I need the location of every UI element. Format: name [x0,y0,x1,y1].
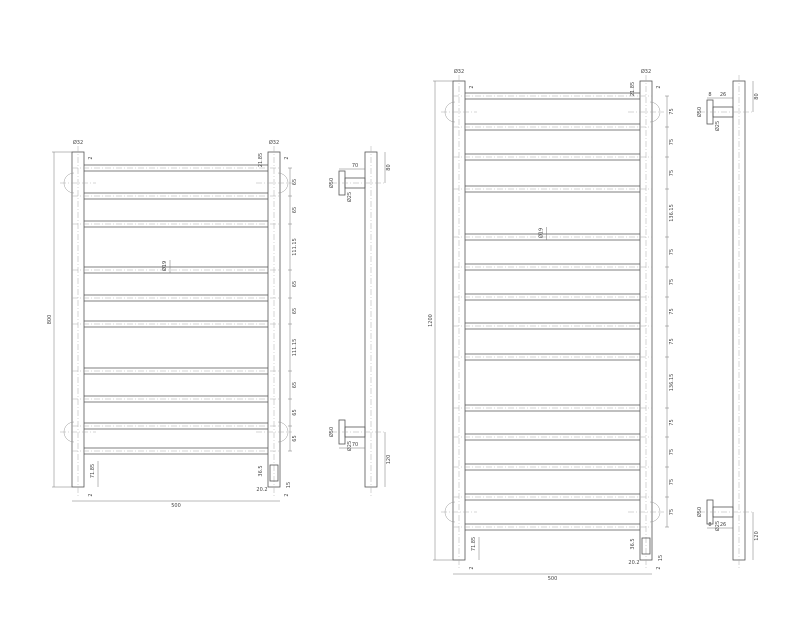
valve-offset-label: 15 [658,555,664,561]
post-diameter-label: Ø32 [73,139,83,146]
flange-diameter-label: Ø50 [328,178,335,188]
rail-spacing-label: 65 [292,435,298,441]
rail-spacing-label: 65 [292,382,298,388]
rail-spacing-label: 75 [669,479,675,485]
flange-diameter-label: Ø50 [328,427,335,437]
heating-element-valve [641,537,651,555]
flange-diameter-label: Ø50 [696,507,703,517]
rail-spacing-label: 65 [292,409,298,415]
bracket-depth-label: 70 [352,442,358,448]
height-label: 800 [47,315,53,325]
post-diameter-label: Ø32 [641,68,651,75]
rail-spacing-label: 75 [669,108,675,114]
rail-spacing-label: 136.15 [669,374,675,392]
flange-thickness-label: 8 [708,92,711,98]
rail-spacing-label: 75 [669,509,675,515]
gap-label: 2 [88,156,94,159]
bracket-depth-label: 26 [720,522,726,528]
top-offset-label: 21.85 [258,153,264,167]
flange-thickness-label: 8 [708,522,711,528]
valve-height-label: 36.5 [630,538,636,549]
heating-element-valve [269,464,279,482]
rail-spacing-label: 75 [669,279,675,285]
rail-spacing-label: 136.15 [669,204,675,222]
gap-label: 2 [469,566,475,569]
mount-bracket-right [277,421,289,443]
bracket-depth-label: 70 [352,163,358,169]
top-dimension-label: 80 [386,164,392,170]
bracket-depth-label: 26 [720,92,726,98]
rail-spacing-label: 75 [669,249,675,255]
bottom-dimension-label: 120 [386,455,392,465]
post-diameter-label: Ø32 [454,68,464,75]
rail-spacing-label: 75 [669,449,675,455]
gap-label: 2 [656,566,662,569]
tube-diameter-label: Ø25 [346,441,353,451]
rail-spacing-label: 75 [669,139,675,145]
mount-bracket-right [649,101,661,123]
width-label: 500 [548,576,558,582]
top-offset-label: 21.85 [630,82,636,96]
gap-label: 2 [284,493,290,496]
valve-width-label: 20.2 [628,560,639,566]
width-label: 500 [171,503,181,509]
valve-width-label: 20.2 [256,487,267,493]
rail-spacing-label: 65 [292,179,298,185]
rail-spacing-label: 75 [669,170,675,176]
gap-label: 2 [88,493,94,496]
height-label: 1200 [428,314,434,327]
post-diameter-label: Ø32 [269,139,279,146]
rail-spacing-label: 65 [292,207,298,213]
top-dimension-label: 80 [754,93,760,99]
mount-bracket-right [649,501,661,523]
rail-diameter-label: Ø19 [538,228,545,238]
gap-label: 2 [469,85,475,88]
rail-spacing-label: 65 [292,308,298,314]
rail-spacing-label: 75 [669,338,675,344]
rail-diameter-label: Ø19 [161,261,168,271]
bottom-offset-label: 71.85 [471,537,477,551]
rail-spacing-label: 111.15 [292,339,298,357]
valve-offset-label: 15 [286,482,292,488]
bottom-dimension-label: 120 [754,531,760,541]
tube-diameter-label: Ø25 [714,521,721,531]
gap-label: 2 [656,85,662,88]
gap-label: 2 [284,156,290,159]
mount-bracket-right [277,172,289,194]
tube-diameter-label: Ø25 [714,121,721,131]
rail-spacing-label: 65 [292,281,298,287]
rail-spacing-label: 75 [669,308,675,314]
valve-height-label: 36.5 [258,465,264,476]
bottom-offset-label: 71.85 [90,464,96,478]
rail-spacing-label: 111.15 [292,238,298,256]
tube-diameter-label: Ø25 [346,192,353,202]
flange-diameter-label: Ø50 [696,107,703,117]
rail-spacing-label: 75 [669,419,675,425]
